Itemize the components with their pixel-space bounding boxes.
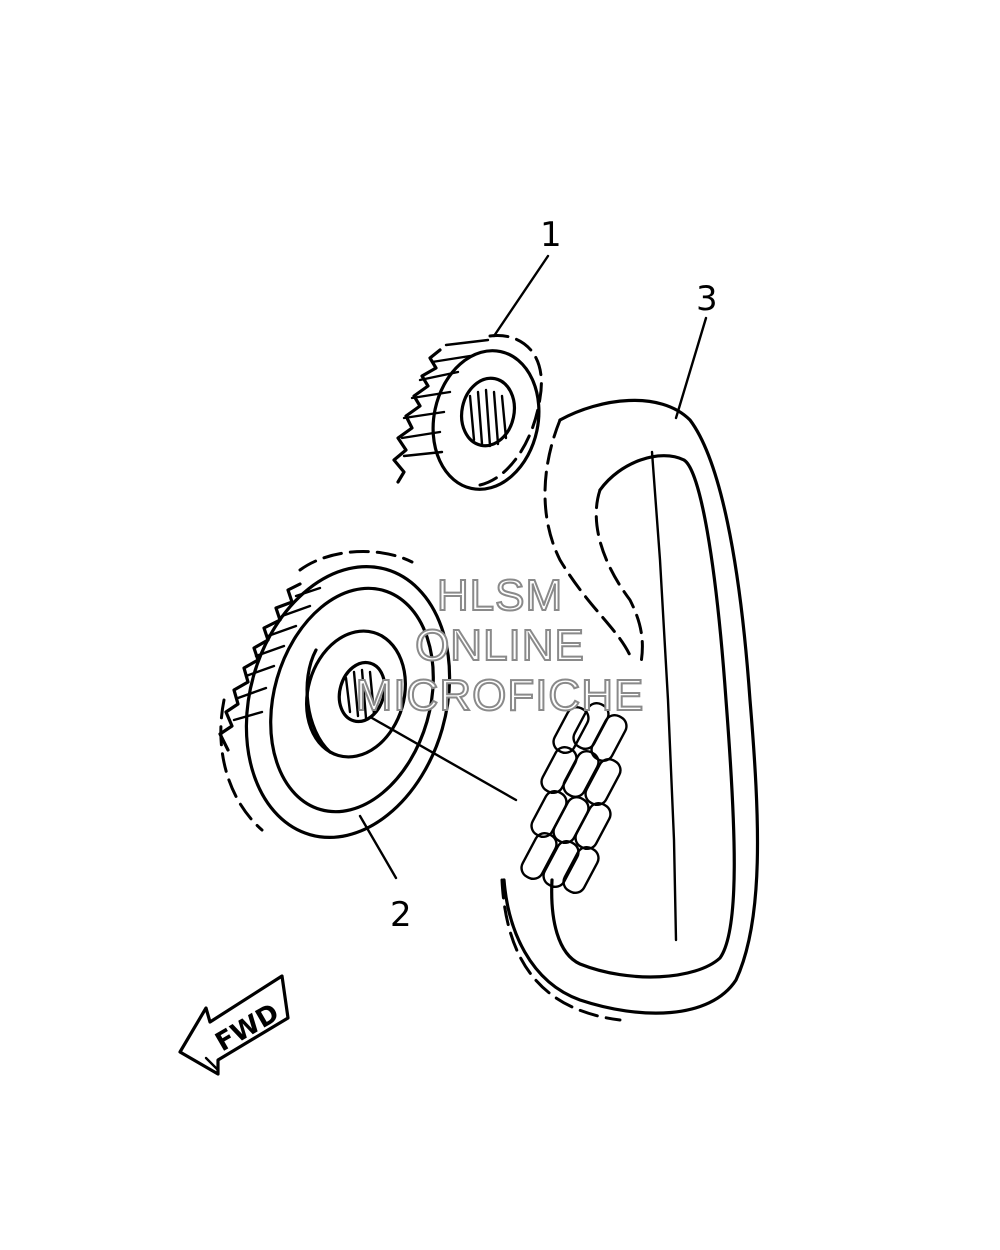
callout-3: 3 (674, 279, 718, 420)
callout-2: 2 (358, 814, 412, 935)
callout-label-1: 1 (540, 215, 562, 255)
chain-links (520, 701, 628, 895)
callout-label-2: 2 (390, 895, 412, 935)
fwd-arrow: FWD (178, 974, 290, 1076)
watermark-line-3: MICROFICHE (355, 671, 645, 720)
sprocket-large[interactable] (216, 542, 480, 861)
callout-1: 1 (492, 215, 562, 338)
leader-line-1 (492, 254, 550, 338)
sprocket-small[interactable] (392, 334, 551, 500)
leader-line-2 (358, 814, 398, 880)
callout-label-3: 3 (696, 279, 718, 319)
watermark-line-2: ONLINE (414, 621, 585, 670)
fwd-label: FWD (211, 998, 285, 1058)
leader-line-3 (674, 316, 708, 420)
watermark-line-1: HLSM (436, 571, 564, 620)
drive-chain[interactable] (500, 398, 760, 1022)
hub-to-chain-line (370, 716, 518, 802)
